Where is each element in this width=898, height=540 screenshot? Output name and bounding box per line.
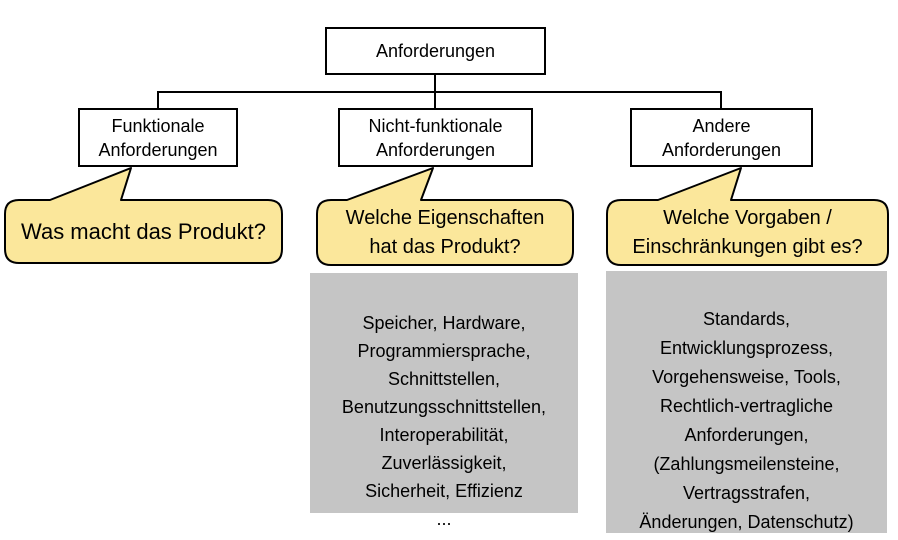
callout-question-andere-text: Welche Vorgaben / Einschränkungen gibt e… bbox=[632, 206, 863, 258]
callout-question-funktionale: Was macht das Produkt? bbox=[5, 200, 282, 263]
node-anforderungen: Anforderungen bbox=[325, 27, 546, 75]
examples-panel-nicht-funktionale: Speicher, Hardware, Programmiersprache, … bbox=[310, 273, 578, 529]
callout-question-andere: Welche Vorgaben / Einschränkungen gibt e… bbox=[607, 200, 888, 265]
callout-bubble-andere bbox=[606, 167, 889, 266]
callout-question-funktionale-text: Was macht das Produkt? bbox=[21, 218, 266, 244]
callout-question-nicht-funktionale-text: Welche Eigenschaften hat das Produkt? bbox=[345, 206, 545, 258]
examples-list-andere: Standards, Entwicklungsprozess, Vorgehen… bbox=[639, 309, 854, 532]
node-funktionale-anforderungen: Funktionale Anforderungen bbox=[78, 108, 238, 167]
examples-list-nicht-funktionale: Speicher, Hardware, Programmiersprache, … bbox=[341, 313, 547, 529]
examples-panel-andere: Standards, Entwicklungsprozess, Vorgehen… bbox=[606, 271, 887, 533]
node-nicht-funktionale-anforderungen: Nicht-funktionale Anforderungen bbox=[338, 108, 533, 167]
node-anforderungen-label: Anforderungen bbox=[375, 41, 496, 61]
callout-bubble-funktionale bbox=[4, 167, 283, 264]
node-andere-anforderungen: Andere Anforderungen bbox=[630, 108, 813, 167]
callout-bubble-nicht-funktionale bbox=[316, 167, 574, 266]
node-nicht-funktionale-label: Nicht-funktionale Anforderungen bbox=[368, 115, 503, 160]
node-andere-label: Andere Anforderungen bbox=[661, 115, 782, 160]
node-funktionale-label: Funktionale Anforderungen bbox=[98, 115, 218, 160]
callout-question-nicht-funktionale: Welche Eigenschaften hat das Produkt? bbox=[317, 200, 573, 265]
